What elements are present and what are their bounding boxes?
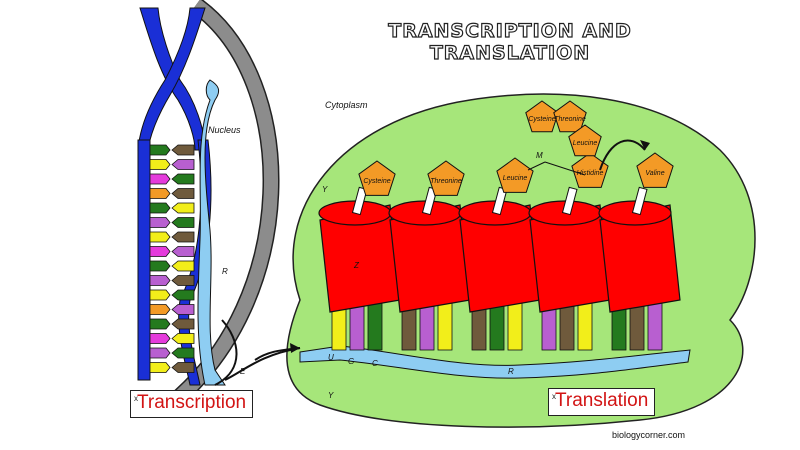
dna-base [149, 246, 171, 257]
dna-base [149, 202, 171, 214]
transcription-label: x Transcription [130, 390, 254, 418]
dna-base [149, 304, 171, 315]
dna-base [149, 260, 171, 272]
dna-base [171, 144, 195, 156]
dna-base [171, 260, 195, 272]
dna-bases [149, 144, 195, 373]
letter-marker-c: C [372, 359, 378, 368]
dna-base [171, 231, 195, 243]
amino-acid-label: Threonine [430, 178, 462, 185]
translation-text: Translation [555, 390, 649, 411]
amino-acid [358, 160, 396, 196]
letter-marker-y1: Y [322, 185, 328, 194]
amino-acid [636, 152, 674, 188]
dna-base [171, 347, 195, 359]
dna-base [149, 289, 171, 301]
trna-connector [561, 186, 578, 216]
amino-acid-label: Leucine [503, 175, 528, 182]
page-title: TRANSCRIPTION AND TRANSLATION [388, 19, 632, 64]
dna-base [171, 173, 195, 185]
cytoplasm-label: Cytoplasm [325, 100, 368, 110]
letter-marker-z: Z [353, 261, 360, 270]
mrna-strand-cytoplasm [299, 345, 691, 379]
credit-text: biologycorner.com [612, 430, 686, 440]
amino-acid-label: Cysteine [528, 116, 555, 123]
amino-acid-label: Leucine [573, 140, 598, 147]
dna-base [171, 362, 195, 373]
dna-base [171, 289, 195, 301]
dna-base [149, 318, 171, 330]
amino-acid-label: Histidine [577, 170, 604, 177]
dna-base [149, 275, 171, 286]
dna-base [149, 144, 171, 156]
amino-acid [568, 124, 602, 157]
dna-base [171, 333, 195, 344]
transfer-arrow [224, 347, 301, 381]
letter-marker-g: G [348, 357, 354, 366]
trna-connector [631, 186, 648, 216]
letter-marker-u: U [328, 353, 334, 362]
nucleus-label: Nucleus [208, 125, 241, 135]
letter-marker-e: E [240, 367, 246, 376]
dna-base [149, 173, 171, 185]
dna-base [149, 217, 171, 228]
dna-base [171, 246, 195, 257]
letter-markers: Y Z M R E U G C R Y [222, 151, 543, 400]
dna-base [171, 159, 195, 170]
amino-acid-label: Cysteine [363, 178, 390, 185]
peptide-arrow [599, 139, 646, 171]
dna-base [171, 304, 195, 315]
dna-base [149, 333, 171, 344]
dna-base [171, 275, 195, 286]
dna-base [171, 188, 195, 199]
amino-acid-label: Threonine [554, 116, 586, 123]
translation-label: x Translation [548, 388, 656, 416]
dna-base [171, 318, 195, 330]
transcription-x-mark: x [134, 394, 138, 403]
amino-acid [571, 152, 609, 188]
letter-marker-m: M [536, 151, 543, 160]
translation-x-mark: x [552, 392, 556, 401]
dna-base [149, 231, 171, 243]
dna-base [171, 217, 195, 228]
letter-marker-y2: Y [328, 391, 334, 400]
dna-base [149, 362, 171, 373]
trna-group [318, 186, 681, 351]
amino-acid-label: Valine [645, 170, 664, 177]
transcription-text: Transcription [137, 392, 247, 413]
amino-acid [427, 160, 465, 196]
dna-base [149, 188, 171, 199]
dna-base [171, 202, 195, 214]
amino-acid [553, 100, 587, 133]
dna-base [149, 159, 171, 170]
letter-marker-r1: R [222, 267, 228, 276]
letter-marker-r2: R [508, 367, 514, 376]
amino-acid [525, 100, 559, 133]
dna-base [149, 347, 171, 359]
